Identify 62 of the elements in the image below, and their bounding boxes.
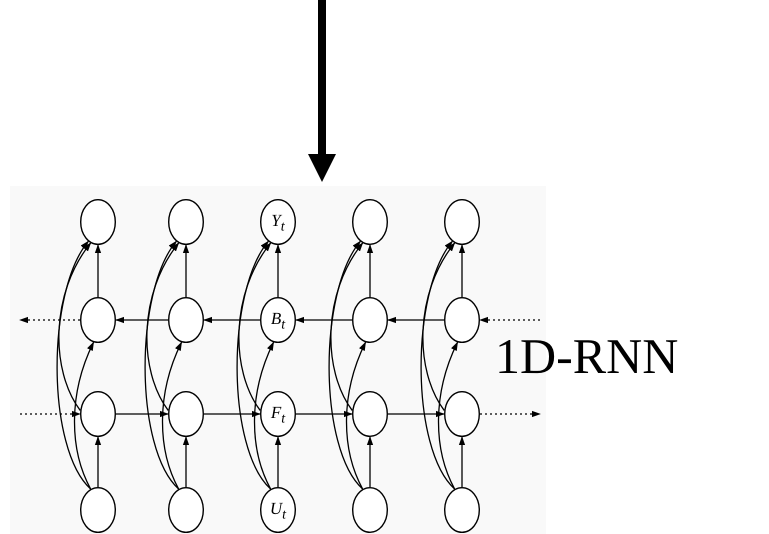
- arrow: [182, 244, 190, 297]
- circle-node: [352, 487, 388, 533]
- arrow: [296, 410, 353, 418]
- node-label: F$_{t}$: [270, 403, 286, 428]
- arrow: [94, 436, 102, 487]
- arrow: [19, 316, 80, 324]
- circle-node: [444, 487, 480, 533]
- arrow: [295, 316, 352, 324]
- arrow: [182, 436, 190, 487]
- arrow: [203, 316, 260, 324]
- arrow: [162, 341, 182, 490]
- arrow: [458, 244, 466, 297]
- circle-node: [444, 391, 480, 437]
- node-label: B$_{t}$: [270, 309, 286, 334]
- arrow: [238, 242, 272, 411]
- arrow: [420, 240, 456, 490]
- arrow: [274, 244, 282, 297]
- arrow: [236, 240, 272, 490]
- arrow: [58, 242, 92, 411]
- circle-node: [260, 487, 296, 533]
- arrow: [387, 316, 444, 324]
- arrow: [479, 316, 540, 324]
- arrow: [422, 242, 456, 411]
- circle-node: [80, 297, 116, 343]
- arrow: [438, 341, 458, 490]
- circle-node: [80, 199, 116, 245]
- arrow: [94, 244, 102, 297]
- circle-node: [260, 391, 296, 437]
- arrow: [458, 436, 466, 487]
- arrow: [328, 240, 364, 490]
- diagram-label: 1D-RNN: [495, 328, 678, 384]
- circle-node: [168, 487, 204, 533]
- circle-node: [352, 199, 388, 245]
- circle-node: [168, 297, 204, 343]
- arrow: [254, 341, 274, 490]
- circle-node: [80, 487, 116, 533]
- arrow: [20, 410, 81, 418]
- circle-node: [444, 199, 480, 245]
- arrow: [480, 410, 541, 418]
- arrow: [366, 244, 374, 297]
- arrow: [116, 410, 169, 418]
- circle-node: [168, 199, 204, 245]
- circle-node: [352, 297, 388, 343]
- arrow: [274, 436, 282, 487]
- arrow: [330, 242, 364, 411]
- circle-node: [80, 391, 116, 437]
- arrow: [115, 316, 168, 324]
- arrow: [146, 242, 180, 411]
- circle-node: [352, 391, 388, 437]
- arrow: [144, 240, 180, 490]
- node-label: Y$_{t}$: [270, 211, 286, 236]
- arrow: [74, 341, 94, 490]
- circle-node: [260, 199, 296, 245]
- circle-node: [168, 391, 204, 437]
- circle-node: [260, 297, 296, 343]
- arrow: [56, 240, 92, 490]
- arrow: [388, 410, 445, 418]
- circle-node: [444, 297, 480, 343]
- arrow: [204, 410, 261, 418]
- node-label: U$_{t}$: [268, 499, 288, 524]
- arrow: [346, 341, 366, 490]
- arrow: [366, 436, 374, 487]
